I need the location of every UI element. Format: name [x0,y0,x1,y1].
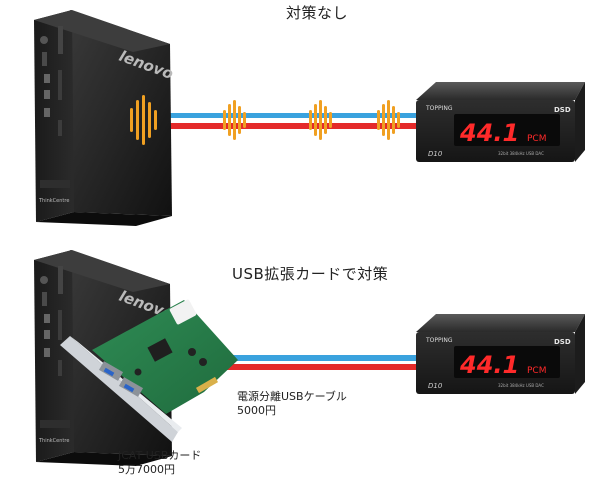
dac-top-badge-text: DSD [554,106,571,114]
cable-annotation: 電源分離USBケーブル 5000円 [237,390,347,418]
pc-bottom-subbrand-text: ThinkCentre [38,438,69,444]
card-price: 5万7000円 [118,463,175,476]
dac-top: TOPPING DSD 44.1 PCM D10 32bit 384kHz US… [416,82,585,162]
usb-cable-power-line-top [160,123,422,129]
usb-expansion-card [60,299,238,442]
dac-top-brand-text: TOPPING [425,105,453,112]
dac-bottom-unit-text: PCM [527,366,546,376]
dac-top-model-text: D10 [428,150,443,158]
usb-cable-power-line-bottom [180,364,422,370]
usb-cable-data-line-bottom [222,355,422,361]
noise-icon [130,95,157,145]
card-name: JCAT USBカード [118,449,202,462]
dac-bottom: TOPPING DSD 44.1 PCM D10 32bit 384kHz US… [416,314,585,394]
dac-bottom-badge-text: DSD [554,338,571,346]
dac-top-caption-text: 32bit 384kHz USB DAC [498,151,544,156]
noise-icon [377,100,400,140]
cable-price: 5000円 [237,404,276,417]
dac-top-display-text: 44.1 [459,119,519,147]
card-annotation: JCAT USBカード 5万7000円 [118,449,201,477]
dac-bottom-caption-text: 32bit 384kHz USB DAC [498,383,544,388]
noise-icon [309,100,332,140]
pc-top-subbrand-text: ThinkCentre [38,198,69,204]
noise-icon [223,100,246,140]
dac-bottom-brand-text: TOPPING [425,337,453,344]
section-title-usb-card-countermeasure: USB拡張カードで対策 [232,265,389,283]
section-title-no-countermeasure: 対策なし [286,4,349,22]
dac-top-unit-text: PCM [527,134,546,144]
pc-top: lenovo ThinkCentre [34,10,176,226]
dac-bottom-model-text: D10 [428,382,443,390]
cable-name: 電源分離USBケーブル [237,390,347,403]
dac-bottom-display-text: 44.1 [459,351,519,379]
usb-cable-data-line-top [160,113,422,118]
